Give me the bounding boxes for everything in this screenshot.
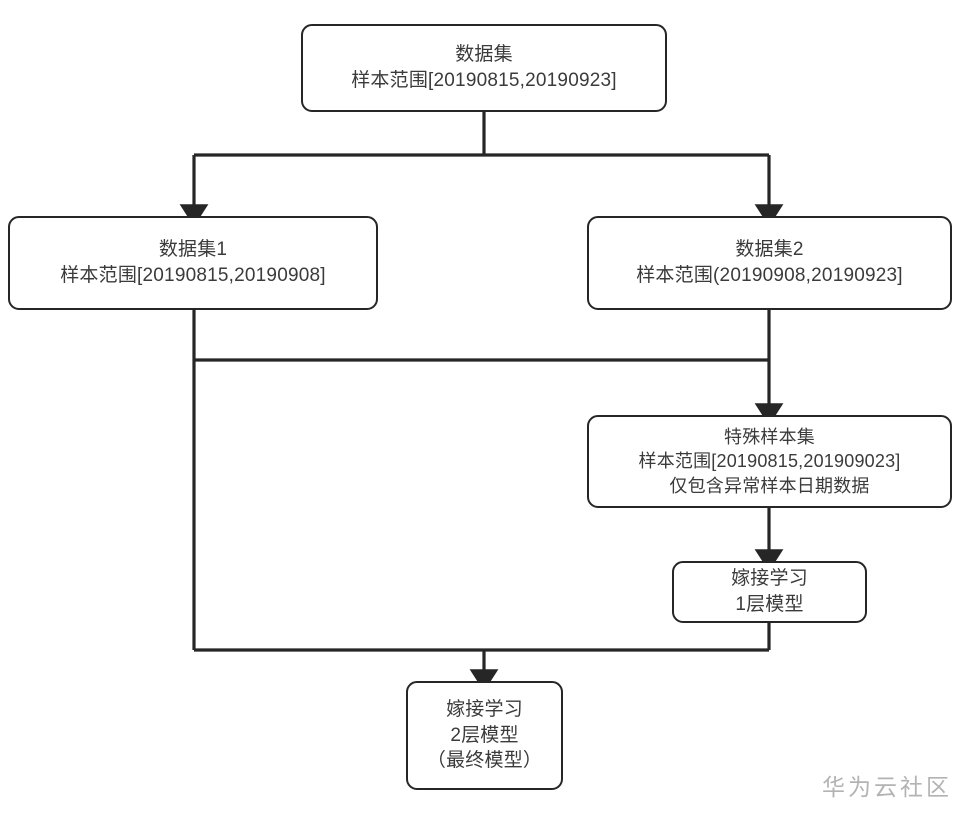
special-sample-set-node[interactable]: 特殊样本集 样本范围[20190815,201909023] 仅包含异常样本日期… [587, 415, 952, 508]
graft-learning-1layer-node-line-1: 嫁接学习 [731, 568, 808, 590]
dataset2-node-line-1: 数据集2 [735, 239, 804, 261]
dataset-node-line-1: 数据集 [455, 44, 513, 66]
special-sample-set-node-line-2: 样本范围[20190815,201909023] [638, 451, 901, 472]
watermark: 华为云社区 [822, 774, 952, 800]
dataset2-node[interactable]: 数据集2 样本范围(20190908,20190923] [587, 216, 952, 310]
graft-learning-1layer-node-line-2: 1层模型 [735, 594, 804, 615]
dataset2-node-line-2: 样本范围(20190908,20190923] [636, 265, 903, 286]
dataset-node-line-2: 样本范围[20190815,20190923] [351, 70, 617, 91]
dataset1-node-line-1: 数据集1 [158, 239, 228, 261]
special-sample-set-node-line-3: 仅包含异常样本日期数据 [669, 475, 870, 496]
dataset-node[interactable]: 数据集 样本范围[20190815,20190923] [301, 24, 667, 112]
graft-learning-2layer-final-node-line-3: （最终模型） [426, 750, 543, 772]
dataset1-node[interactable]: 数据集1 样本范围[20190815,20190908] [8, 216, 378, 310]
special-sample-set-node-line-1: 特殊样本集 [724, 427, 815, 448]
graft-learning-2layer-final-node[interactable]: 嫁接学习 2层模型 （最终模型） [406, 681, 563, 790]
graft-learning-2layer-final-node-line-2: 2层模型 [450, 724, 519, 746]
graft-learning-2layer-final-node-line-1: 嫁接学习 [446, 699, 523, 721]
graft-learning-1layer-node[interactable]: 嫁接学习 1层模型 [672, 561, 867, 623]
dataset1-node-line-2: 样本范围[20190815,20190908] [60, 265, 326, 286]
